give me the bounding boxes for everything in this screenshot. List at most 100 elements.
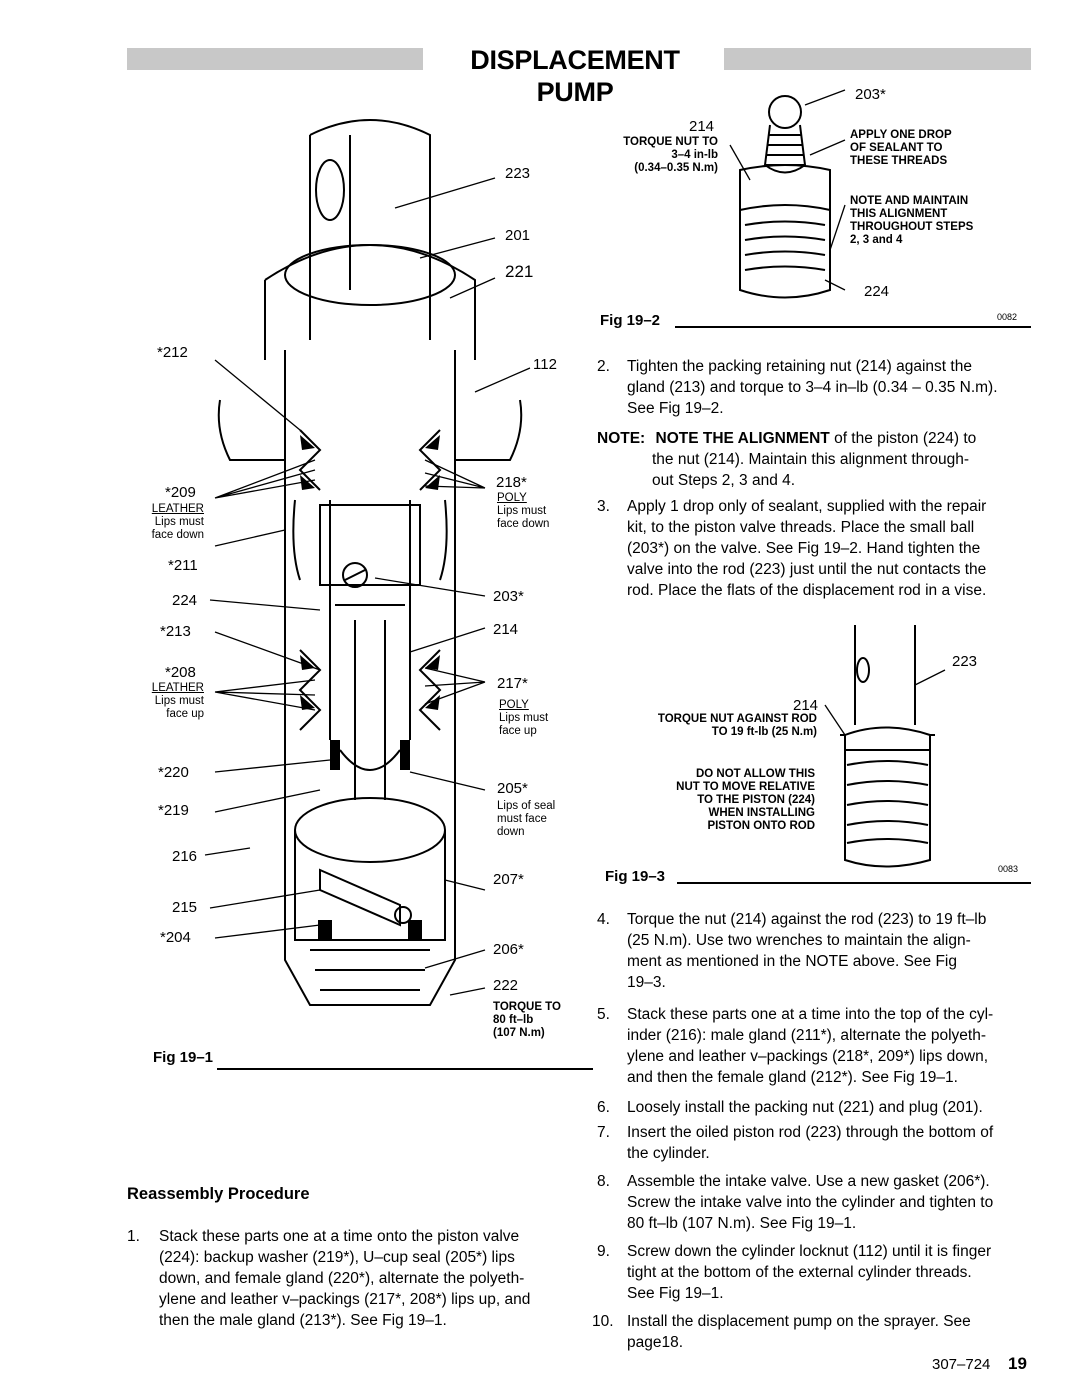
leather-title-bottom: LEATHER: [151, 682, 204, 694]
step-4-line: 19–3.: [627, 974, 666, 991]
label-211: *211: [168, 557, 198, 574]
step-9-line: See Fig 19–1.: [627, 1285, 724, 1302]
leather-title-top: LEATHER: [151, 503, 204, 515]
step-6-num: 6.: [597, 1099, 610, 1116]
label-112: 112: [533, 356, 557, 373]
step-3-line: valve into the rod (223) just until the …: [627, 561, 987, 578]
step-3-line: (203*) on the valve. See Fig 19–2. Hand …: [627, 540, 981, 557]
fig-19-3-caption: Fig 19–3: [605, 868, 666, 885]
label-212: *212: [157, 344, 188, 361]
fig3-warn-line5: PISTON ONTO ROD: [707, 820, 815, 832]
reassembly-line: down, and female gland (220*), alternate…: [159, 1270, 525, 1287]
seal-line2: must face: [497, 813, 547, 825]
label-201: 201: [505, 227, 531, 244]
fig2-apply-note: APPLY ONE DROP OF SEALANT TO THESE THREA…: [850, 129, 952, 168]
step-3-line: rod. Place the flats of the displacement…: [627, 582, 987, 599]
step-2-line: Tighten the packing retaining nut (214) …: [627, 358, 972, 375]
fig3-warn-line1: DO NOT ALLOW THIS: [695, 768, 815, 780]
seal-note: Lips of seal must face down: [497, 800, 555, 839]
torque80-line2: 80 ft–lb: [493, 1014, 534, 1026]
fig2-note-line4: 2, 3 and 4: [850, 234, 903, 246]
fig-19-3-drawing: [840, 625, 935, 868]
step-8-line: 80 ft–lb (107 N.m). See Fig 19–1.: [627, 1215, 857, 1232]
step-5-line: ylene and leather v–packings (218*, 209*…: [627, 1048, 989, 1065]
label-213: *213: [160, 623, 191, 640]
step-9-line: Screw down the cylinder locknut (112) un…: [627, 1243, 992, 1260]
fig3-warn-line4: WHEN INSTALLING: [708, 807, 815, 819]
step-10-line: page18.: [627, 1334, 684, 1351]
label-218: 218*: [496, 474, 527, 491]
fig3-warn-line3: TO THE PISTON (224): [697, 794, 815, 806]
torque80-line3: (107 N.m): [493, 1027, 545, 1039]
fig2-note-line2: THIS ALIGNMENT: [850, 208, 948, 220]
fig-19-2-rule: [675, 326, 1031, 328]
torque80-line1: TORQUE TO: [493, 1001, 561, 1013]
label-209: *209: [165, 484, 196, 501]
step-3-line: kit, to the piston valve threads. Place …: [627, 519, 975, 536]
leather-line2-bottom: face up: [166, 708, 204, 720]
header-bar-left: [127, 48, 423, 70]
fig-19-3-rule: [677, 882, 1031, 884]
step-4-text: Torque the nut (214) against the rod (22…: [627, 909, 986, 993]
fig-19-1-rule: [217, 1068, 593, 1070]
label-220: *220: [158, 764, 189, 781]
fig-19-2-code: 0082: [997, 312, 1018, 322]
label-223: 223: [505, 165, 531, 182]
poly-line1-top: Lips must: [497, 505, 547, 517]
reassembly-step-1-text: Stack these parts one at a time onto the…: [159, 1226, 530, 1331]
poly-line1-bottom: Lips must: [499, 712, 549, 724]
label-204: *204: [160, 929, 191, 946]
note-bold: NOTE THE ALIGNMENT: [655, 430, 830, 447]
step-4-line: (25 N.m). Use two wrenches to maintain t…: [627, 932, 971, 949]
footer-doc-number: 307–724: [932, 1356, 991, 1373]
fig2-apply-line3: THESE THREADS: [850, 155, 948, 167]
step-4-line: ment as mentioned in the NOTE above. See…: [627, 953, 957, 970]
step-7-line: the cylinder.: [627, 1145, 710, 1162]
fig3-label-214: 214: [793, 697, 819, 714]
step-2-num: 2.: [597, 358, 610, 375]
step-5-line: inder (216): male gland (211*), alternat…: [627, 1027, 987, 1044]
note-line2: the nut (214). Maintain this alignment t…: [652, 451, 970, 468]
poly-note-bottom: POLY Lips must face up: [499, 699, 548, 738]
label-207: 207*: [493, 871, 524, 888]
reassembly-title: Reassembly Procedure: [127, 1185, 310, 1203]
label-224: 224: [172, 592, 198, 609]
fig-19-3-leaders: [824, 669, 946, 736]
poly-note-top: POLY Lips must face down: [497, 492, 549, 531]
step-2-text: Tighten the packing retaining nut (214) …: [627, 356, 998, 419]
label-216: 216: [172, 848, 198, 865]
reassembly-line: (224): backup washer (219*), U–cup seal …: [159, 1249, 515, 1266]
fig2-note-line3: THROUGHOUT STEPS: [850, 221, 974, 233]
step-3-line: Apply 1 drop only of sealant, supplied w…: [627, 498, 987, 515]
note-rest: of the piston (224) to: [829, 430, 977, 447]
fig2-label-203: 203*: [855, 86, 886, 103]
step-3-num: 3.: [597, 498, 610, 515]
fig-19-2-caption: Fig 19–2: [600, 312, 661, 329]
step-5-text: Stack these parts one at a time into the…: [627, 1004, 993, 1088]
footer-page-number: 19: [1008, 1354, 1027, 1373]
note-prefix: NOTE:: [597, 430, 646, 447]
fig2-note-line1: NOTE AND MAINTAIN: [850, 195, 969, 207]
fig3-warn-line2: NUT TO MOVE RELATIVE: [676, 781, 815, 793]
step-10-text: Install the displacement pump on the spr…: [627, 1311, 971, 1353]
fig3-torque-line2: TO 19 ft-lb (25 N.m): [711, 726, 817, 738]
label-221: 221: [505, 262, 534, 281]
fig-19-2-drawing: [739, 95, 831, 299]
step-9-line: tight at the bottom of the external cyli…: [627, 1264, 972, 1281]
step-7-num: 7.: [597, 1124, 610, 1141]
label-222: 222: [493, 977, 519, 994]
reassembly-line: Stack these parts one at a time onto the…: [159, 1228, 520, 1245]
step-9-text: Screw down the cylinder locknut (112) un…: [627, 1241, 991, 1304]
label-214: 214: [493, 621, 519, 638]
fig-19-3-code: 0083: [998, 864, 1019, 874]
step-6-line: Loosely install the packing nut (221) an…: [627, 1099, 983, 1116]
poly-title-top: POLY: [497, 492, 527, 504]
step-3-text: Apply 1 drop only of sealant, supplied w…: [627, 496, 986, 601]
step-4-num: 4.: [597, 911, 610, 928]
leather-note-bottom: LEATHER Lips must face up: [136, 682, 204, 721]
step-10-line: Install the displacement pump on the spr…: [627, 1313, 971, 1330]
step-8-line: Screw the intake valve into the cylinder…: [627, 1194, 994, 1211]
note-alignment: NOTE: NOTE THE ALIGNMENT of the piston (…: [597, 428, 1037, 491]
fig2-apply-line1: APPLY ONE DROP: [850, 129, 952, 141]
label-208: *208: [165, 664, 196, 681]
